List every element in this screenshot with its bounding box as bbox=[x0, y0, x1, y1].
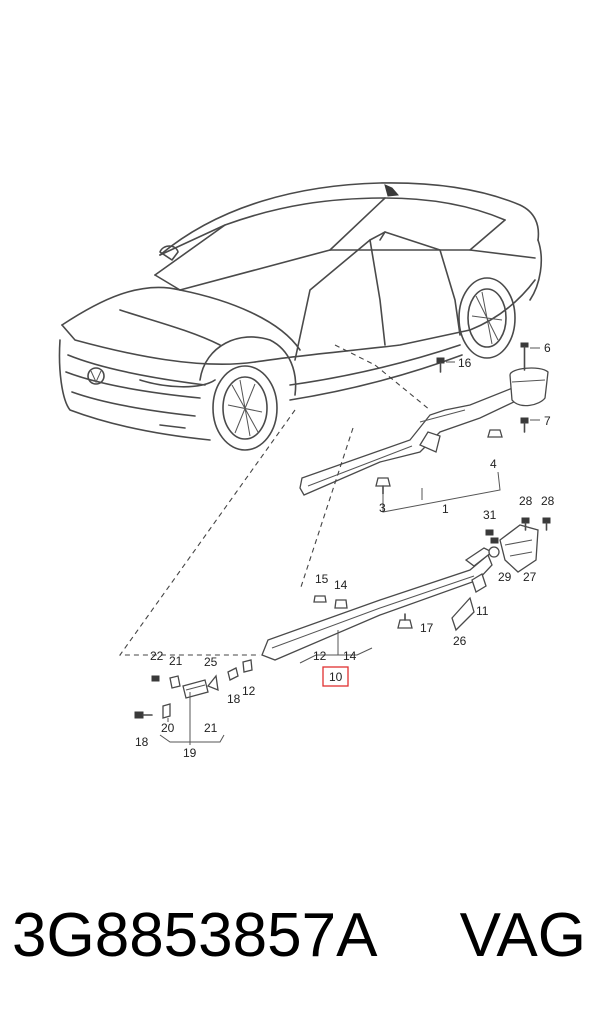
callout-16: 16 bbox=[458, 356, 472, 370]
callout-14b: 14 bbox=[343, 649, 357, 663]
callout-25: 25 bbox=[204, 655, 218, 669]
callout-12a: 12 bbox=[313, 649, 327, 663]
leader-lines-upper bbox=[382, 347, 540, 513]
callout-26: 26 bbox=[453, 634, 467, 648]
callout-4: 4 bbox=[490, 457, 497, 471]
leader-lines-lower bbox=[118, 409, 373, 745]
brand-label: VAG bbox=[459, 900, 586, 970]
callout-1: 1 bbox=[442, 502, 449, 516]
callout-18b: 18 bbox=[135, 735, 149, 749]
part-number-bar: 3G8853857A VAG bbox=[0, 895, 600, 975]
callout-3: 3 bbox=[379, 501, 386, 515]
callout-19: 19 bbox=[183, 746, 197, 760]
callout-20: 20 bbox=[161, 721, 175, 735]
part-number: 3G8853857A bbox=[12, 900, 378, 970]
callout-22: 22 bbox=[150, 649, 164, 663]
callout-15: 15 bbox=[315, 572, 329, 586]
callout-28a: 28 bbox=[519, 494, 533, 508]
sill-panel-upper bbox=[299, 342, 549, 496]
callout-14a: 14 bbox=[334, 578, 348, 592]
callout-17: 17 bbox=[420, 621, 434, 635]
callout-18a: 18 bbox=[227, 692, 241, 706]
car-illustration bbox=[58, 182, 543, 451]
callout-6: 6 bbox=[544, 341, 551, 355]
callout-28b: 28 bbox=[541, 494, 555, 508]
callout-27: 27 bbox=[523, 570, 537, 584]
callout-labels: 1 3 4 6 7 16 28 28 31 29 27 15 14 11 17 … bbox=[135, 341, 555, 760]
highlight-box-10 bbox=[322, 666, 349, 687]
callout-7: 7 bbox=[544, 414, 551, 428]
callout-21b: 21 bbox=[204, 721, 218, 735]
callout-10: 10 bbox=[329, 670, 343, 684]
callout-11: 11 bbox=[476, 604, 489, 618]
callout-21a: 21 bbox=[169, 654, 183, 668]
sill-panel-lower bbox=[134, 517, 551, 719]
callout-12b: 12 bbox=[242, 684, 256, 698]
callout-31: 31 bbox=[483, 508, 497, 522]
parts-diagram: 1 3 4 6 7 16 28 28 31 29 27 15 14 11 17 … bbox=[58, 182, 555, 760]
callout-29: 29 bbox=[498, 570, 512, 584]
